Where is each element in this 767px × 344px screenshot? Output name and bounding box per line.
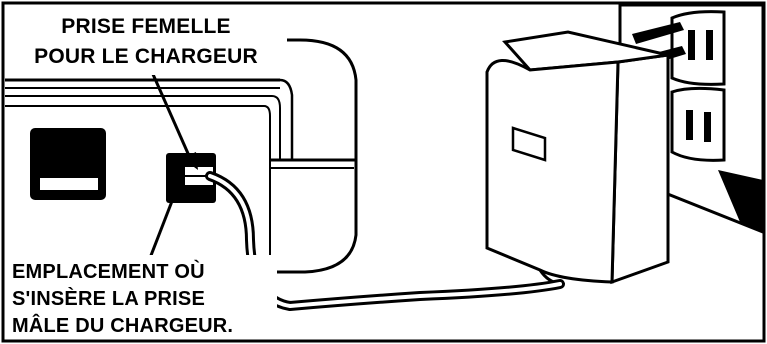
socket-callout-arrowhead [182, 152, 198, 170]
charger-adapter [485, 30, 670, 286]
outlet-shadow [718, 170, 763, 232]
charger-socket-label: PRISE FEMELLE POUR LE CHARGEUR [5, 5, 287, 75]
plug-location-label-line1: EMPLACEMENT OÙ [12, 259, 205, 283]
left-port-slot [40, 178, 98, 190]
charger-cord [205, 171, 565, 312]
outlet-slot [704, 112, 711, 142]
charger-socket-label-line2: POUR LE CHARGEUR [34, 45, 258, 68]
adapter-label-plate [511, 126, 547, 162]
plug-location-label-line2: S'INSÈRE LA PRISE [12, 287, 205, 310]
callout-arrows [148, 71, 198, 259]
plug-callout-arrowhead [166, 180, 180, 200]
outlet-receptacle-lower [670, 86, 726, 162]
socket-callout-arrow-shaft [150, 71, 192, 159]
outlet-slot [688, 30, 695, 60]
device-edge-curve [279, 78, 294, 160]
plug-callout-arrow-shaft [148, 195, 176, 259]
outlet-receptacle-upper [670, 10, 726, 86]
device-body [5, 38, 358, 274]
charger-socket-label-bg [5, 5, 287, 75]
adapter-front-face [485, 59, 620, 284]
outlet-slot [706, 30, 713, 60]
outlet-slot [686, 110, 693, 140]
cord-fill [208, 174, 562, 309]
device-left-port [30, 128, 106, 200]
device-edge-curve [263, 105, 271, 255]
adapter-prong [632, 22, 684, 44]
device-edge-curve [271, 95, 281, 160]
plug-location-label-bg [5, 255, 277, 339]
adapter-top-face [502, 30, 669, 72]
plug-location-label-line3: MÂLE DU CHARGEUR. [12, 313, 233, 337]
adapter-side-face [610, 53, 670, 285]
plug-location-label: EMPLACEMENT OÙ S'INSÈRE LA PRISE MÂLE DU… [5, 255, 277, 339]
charger-socket-label-line1: PRISE FEMELLE [61, 15, 230, 38]
